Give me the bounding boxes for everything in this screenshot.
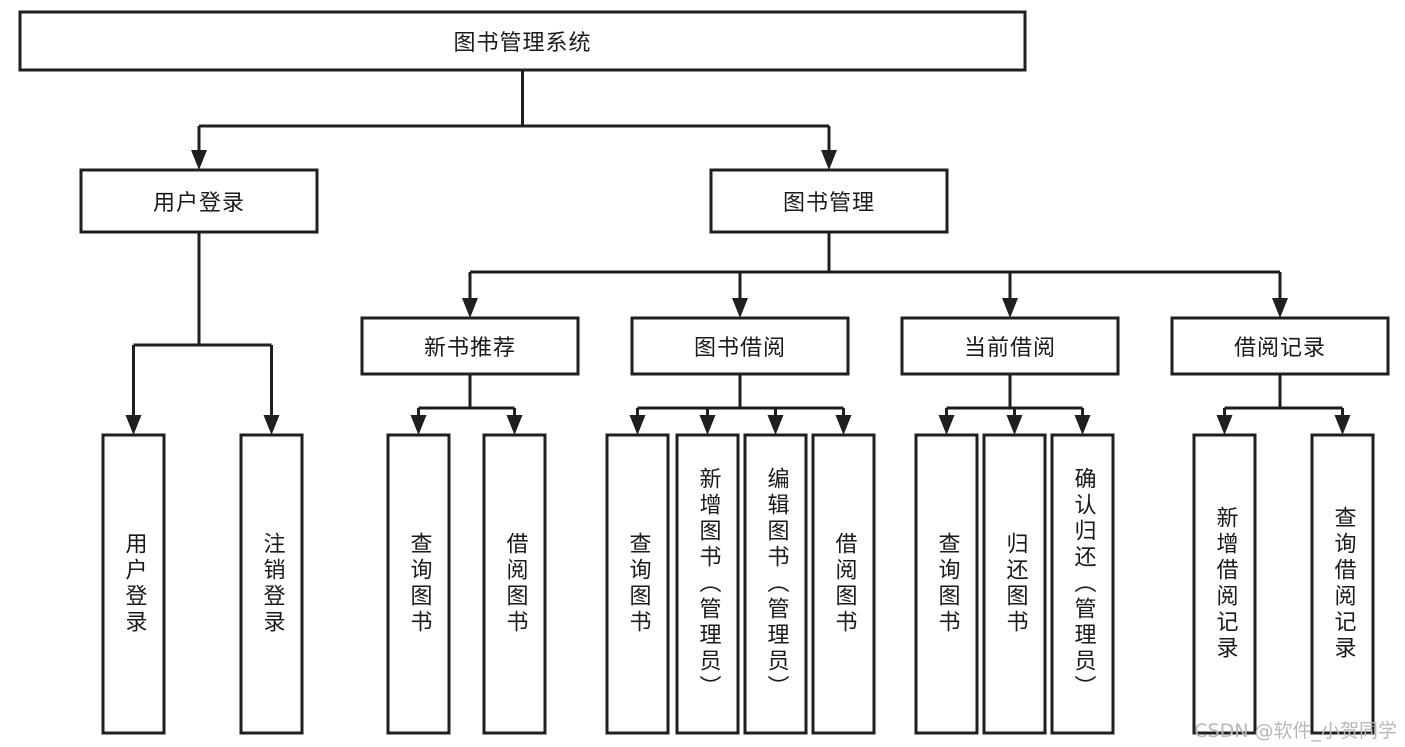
- connectors-layer: [125, 70, 1351, 435]
- node-box-book-borrow[interactable]: [630, 316, 850, 376]
- node-box-new-book-rec[interactable]: [360, 316, 580, 376]
- conn-user-login-arrow-1: [263, 415, 280, 435]
- node-box-leaf-user-logout[interactable]: [239, 433, 304, 735]
- node-box-leaf-confirm-return[interactable]: [1050, 433, 1115, 735]
- node-box-leaf-query-book-2[interactable]: [605, 433, 670, 735]
- node-box-leaf-add-record[interactable]: [1192, 433, 1257, 735]
- conn-borrow-record-arrow-1: [1334, 415, 1351, 435]
- node-box-leaf-borrow-book-1[interactable]: [482, 433, 547, 735]
- conn-book-borrow-arrow-0: [629, 415, 646, 435]
- conn-book-borrow-arrow-2: [767, 415, 784, 435]
- node-box-leaf-user-login[interactable]: [101, 433, 166, 735]
- conn-current-borrow-arrow-2: [1074, 415, 1091, 435]
- conn-book-manage-arrow-3: [1272, 298, 1288, 318]
- conn-book-borrow-arrow-3: [835, 415, 852, 435]
- conn-new-book-rec-arrow-1: [506, 415, 523, 435]
- conn-book-borrow-arrow-1: [699, 415, 716, 435]
- conn-current-borrow-arrow-0: [938, 415, 955, 435]
- node-box-leaf-query-book-1[interactable]: [386, 433, 451, 735]
- node-box-leaf-edit-book[interactable]: [743, 433, 808, 735]
- node-box-leaf-return-book[interactable]: [982, 433, 1047, 735]
- conn-root-arrow-1: [821, 150, 837, 170]
- node-box-current-borrow[interactable]: [900, 316, 1120, 376]
- node-box-leaf-query-book-3[interactable]: [914, 433, 979, 735]
- node-box-user-login[interactable]: [79, 168, 319, 234]
- node-box-leaf-add-book[interactable]: [675, 433, 740, 735]
- conn-current-borrow-arrow-1: [1006, 415, 1023, 435]
- conn-borrow-record-arrow-0: [1216, 415, 1233, 435]
- conn-root-arrow-0: [191, 150, 207, 170]
- conn-book-manage-arrow-1: [732, 298, 748, 318]
- conn-new-book-rec-arrow-0: [410, 415, 427, 435]
- conn-book-manage-arrow-0: [462, 298, 478, 318]
- conn-book-manage-arrow-2: [1002, 298, 1018, 318]
- node-box-leaf-borrow-book-2[interactable]: [811, 433, 876, 735]
- node-box-leaf-query-record[interactable]: [1310, 433, 1375, 735]
- node-box-borrow-record[interactable]: [1170, 316, 1390, 376]
- node-box-book-manage[interactable]: [709, 168, 949, 234]
- nodes-layer: [18, 10, 1390, 735]
- node-box-root[interactable]: [18, 10, 1027, 72]
- conn-user-login-arrow-0: [125, 415, 142, 435]
